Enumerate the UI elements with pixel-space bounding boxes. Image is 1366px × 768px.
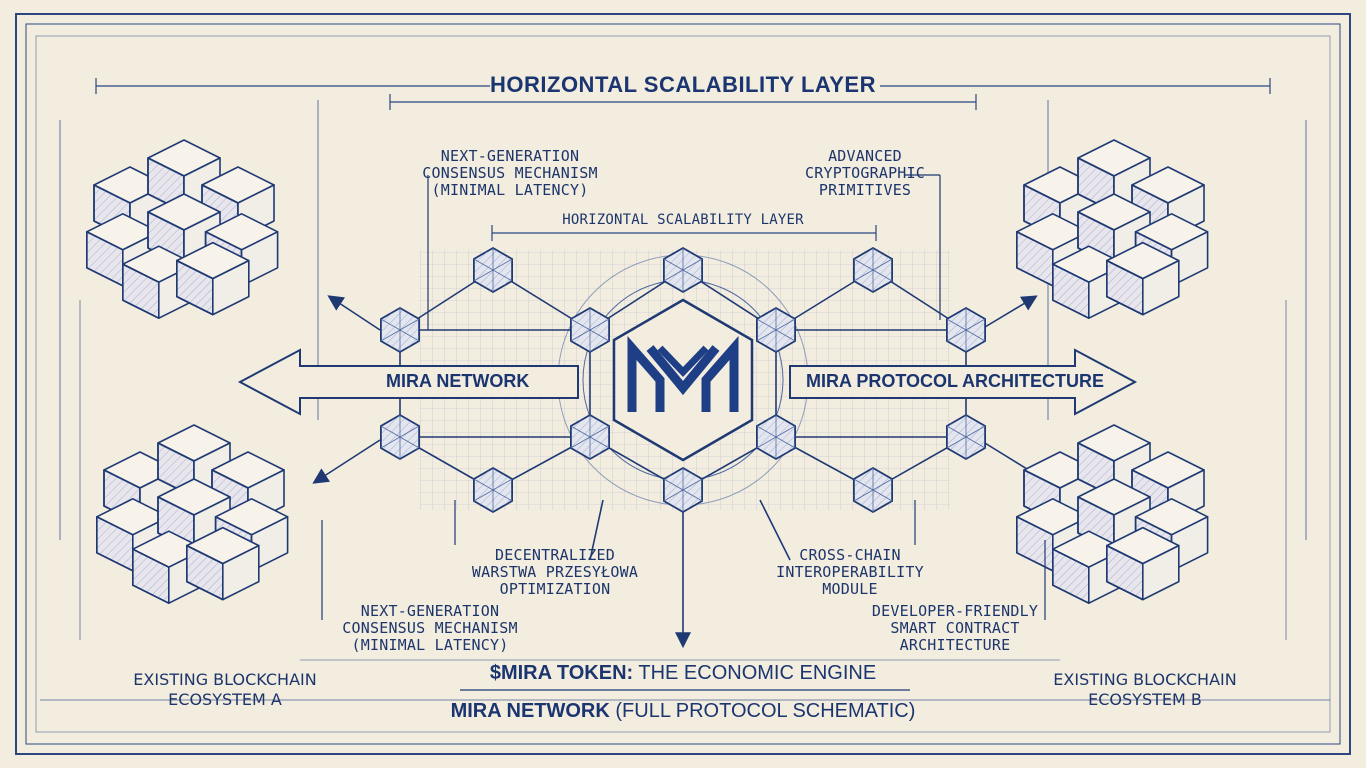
annotation-line: MODULE	[765, 581, 935, 598]
annotation-line: ADVANCED	[790, 148, 940, 165]
annotation-consensus-top: NEXT-GENERATION CONSENSUS MECHANISM (MIN…	[395, 148, 625, 199]
annotation-crypto: ADVANCED CRYPTOGRAPHIC PRIMITIVES	[790, 148, 940, 199]
footer-token-rest: THE ECONOMIC ENGINE	[633, 662, 876, 684]
annotation-line: CONSENSUS MECHANISM	[320, 620, 540, 637]
annotation-line: NEXT-GENERATION	[395, 148, 625, 165]
hex-node	[381, 415, 419, 459]
annotation-line: OPTIMIZATION	[430, 581, 680, 598]
annotation-developer: DEVELOPER-FRIENDLY SMART CONTRACT ARCHIT…	[860, 603, 1050, 654]
annotation-line: INTEROPERABILITY	[765, 564, 935, 581]
annotation-line: ARCHITECTURE	[860, 637, 1050, 654]
annotation-line: CROSS-CHAIN	[765, 547, 935, 564]
annotation-line: PRIMITIVES	[790, 182, 940, 199]
hex-node	[381, 308, 419, 352]
arrow-label-right: MIRA PROTOCOL ARCHITECTURE	[800, 369, 1110, 394]
annotation-cross-chain: CROSS-CHAIN INTEROPERABILITY MODULE	[765, 547, 935, 598]
footer-token-bold: $MIRA TOKEN:	[490, 662, 633, 684]
annotation-line: CONSENSUS MECHANISM	[395, 165, 625, 182]
annotation-consensus-bottom: NEXT-GENERATION CONSENSUS MECHANISM (MIN…	[320, 603, 540, 654]
arrow-label-left: MIRA NETWORK	[380, 369, 535, 394]
annotation-line: (MINIMAL LATENCY)	[320, 637, 540, 654]
annotation-line: CRYPTOGRAPHIC	[790, 165, 940, 182]
annotation-line: WARSTWA PRZESYŁOWA	[430, 564, 680, 581]
footer-token: $MIRA TOKEN: THE ECONOMIC ENGINE	[0, 662, 1366, 685]
annotation-line: SMART CONTRACT	[860, 620, 1050, 637]
sub-title: HORIZONTAL SCALABILITY LAYER	[493, 212, 873, 229]
annotation-line: DEVELOPER-FRIENDLY	[860, 603, 1050, 620]
footer-network-bold: MIRA NETWORK	[451, 700, 610, 722]
footer-network-rest: (FULL PROTOCOL SCHEMATIC)	[610, 700, 916, 722]
annotation-decentralized: DECENTRALIZED WARSTWA PRZESYŁOWA OPTIMIZ…	[430, 547, 680, 598]
hex-node	[947, 415, 985, 459]
annotation-line: DECENTRALIZED	[430, 547, 680, 564]
annotation-line: (MINIMAL LATENCY)	[395, 182, 625, 199]
page-title: HORIZONTAL SCALABILITY LAYER	[0, 72, 1366, 98]
hex-node	[947, 308, 985, 352]
annotation-line: NEXT-GENERATION	[320, 603, 540, 620]
footer-network: MIRA NETWORK (FULL PROTOCOL SCHEMATIC)	[0, 700, 1366, 723]
